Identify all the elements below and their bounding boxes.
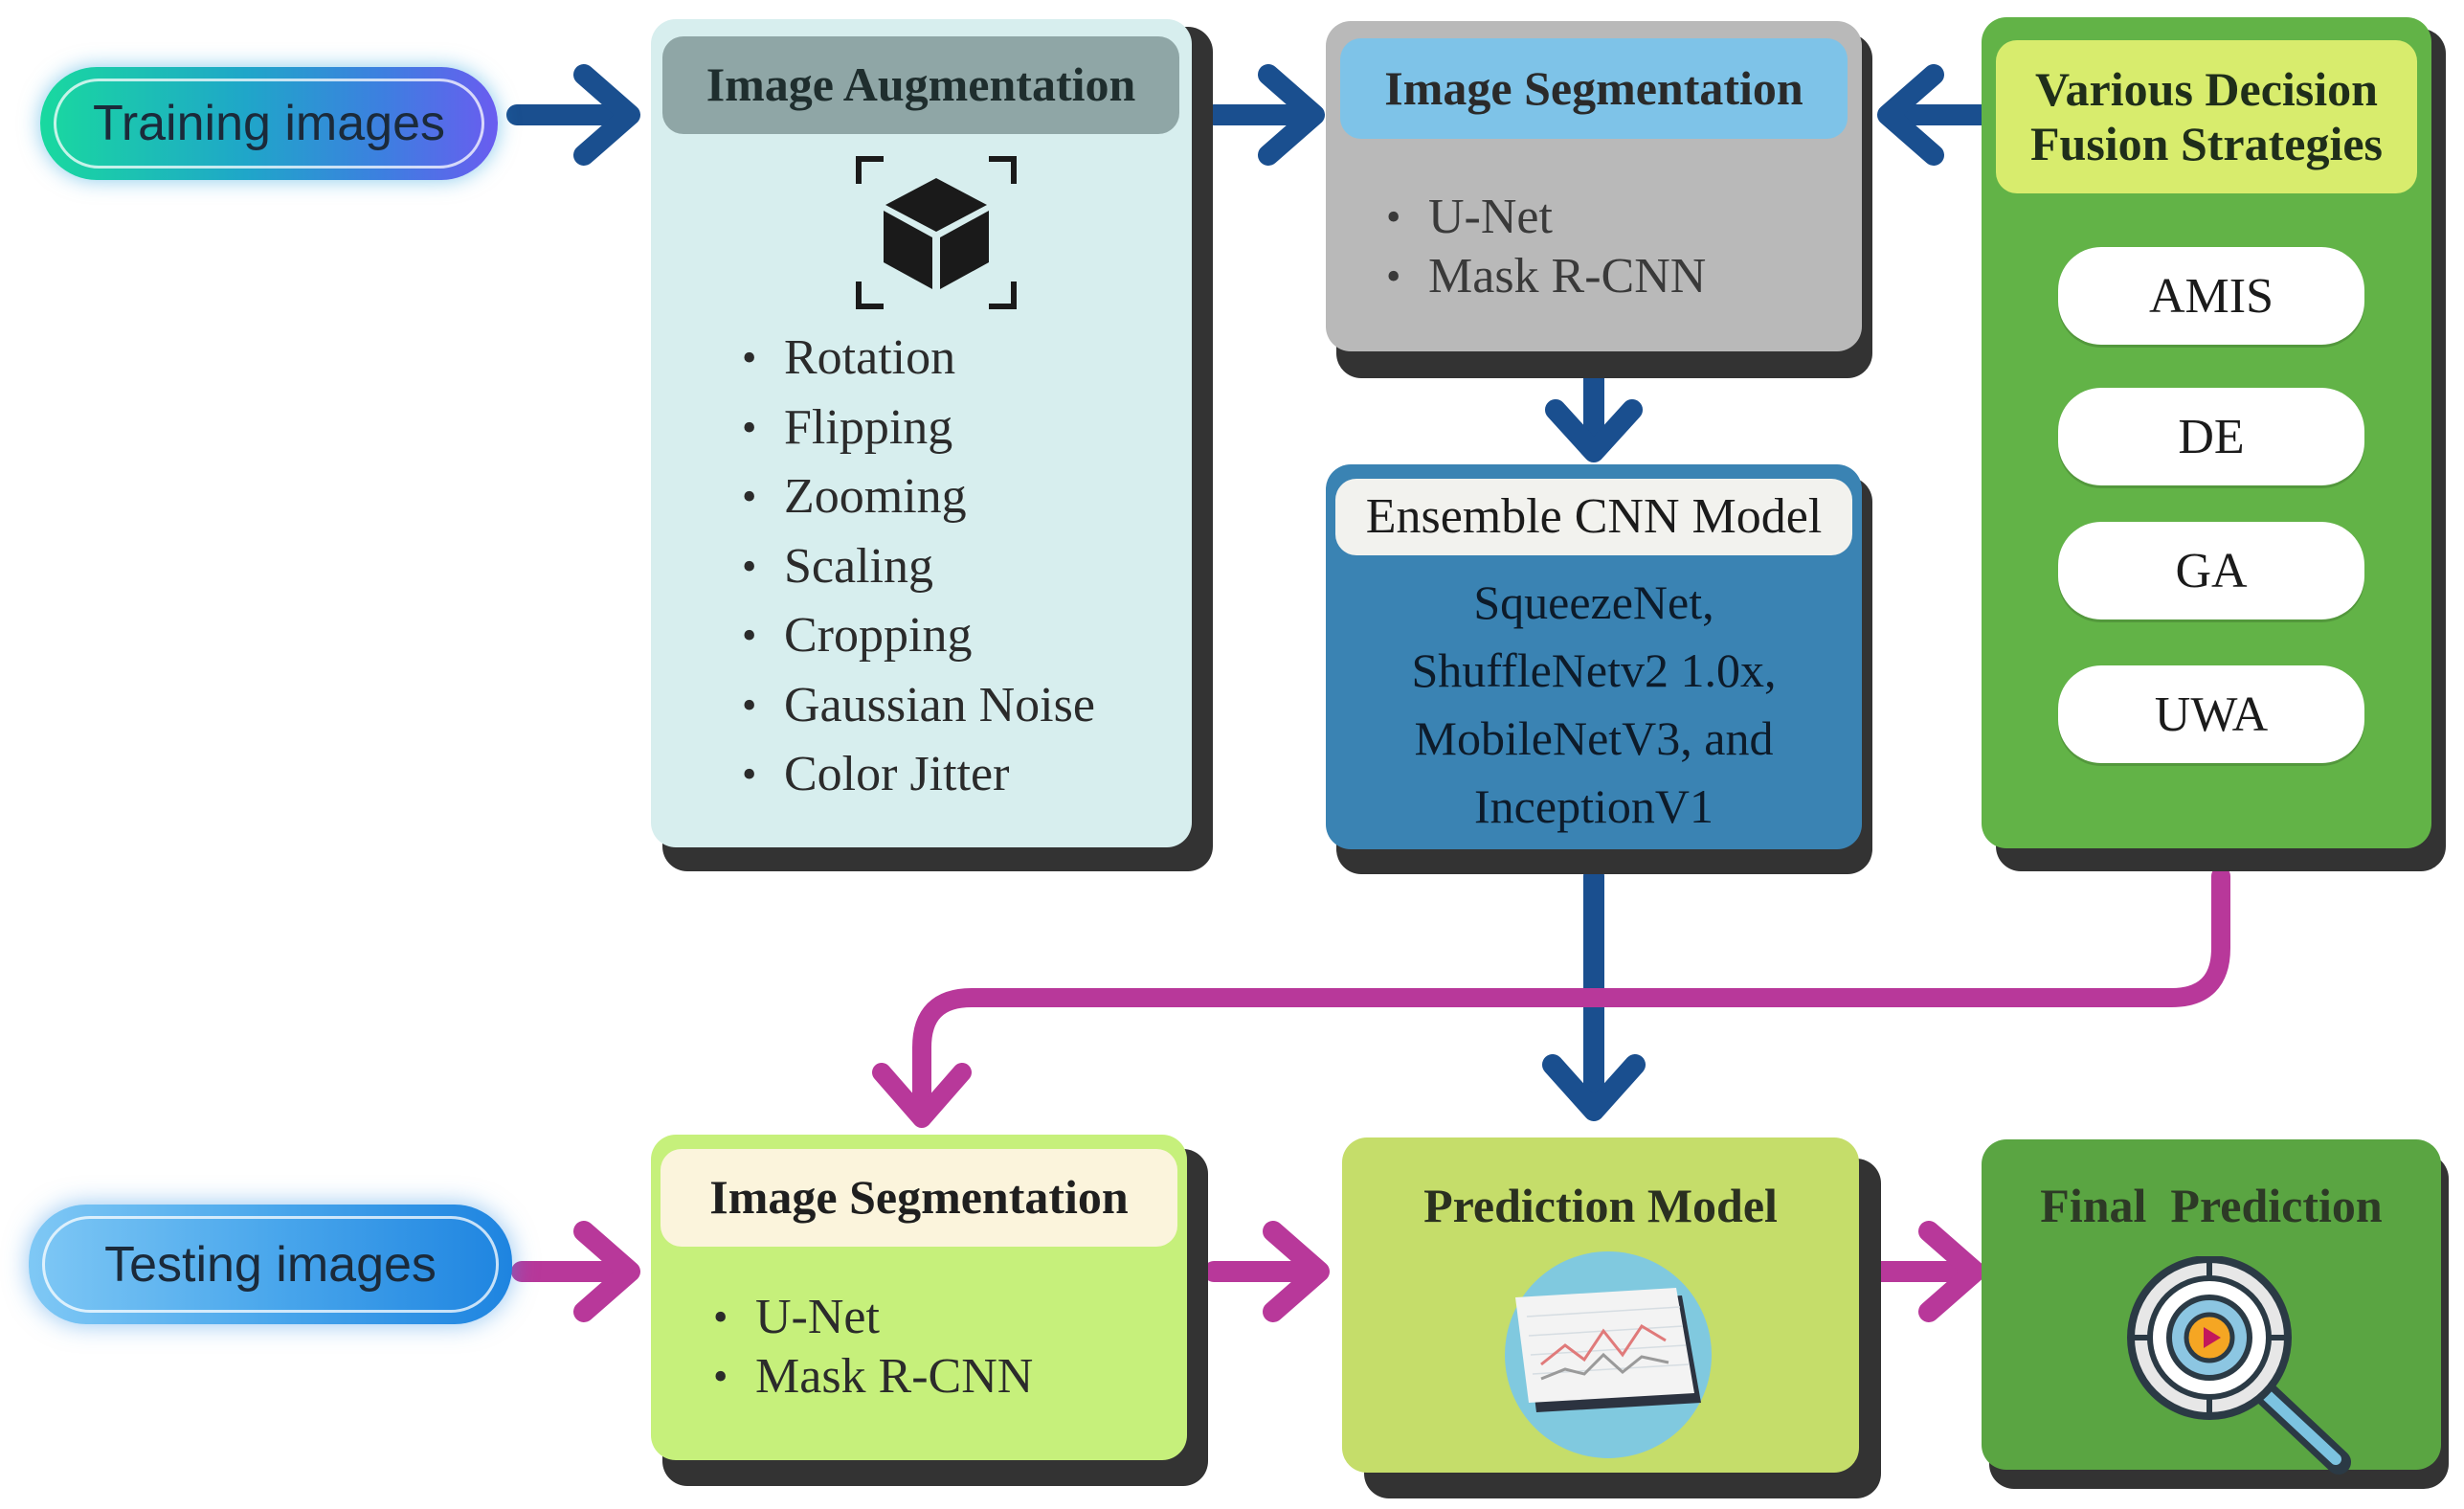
segmentation-bottom-title: Image Segmentation — [661, 1149, 1177, 1247]
fusion-tag-uwa: UWA — [2058, 665, 2364, 763]
prediction-title: Prediction Model — [1423, 1179, 1778, 1233]
testing-images-pill: Testing images — [29, 1205, 512, 1324]
final-title: Final Prediction — [2040, 1179, 2383, 1233]
ensemble-model-line: ShuffleNetv2 1.0x, — [1411, 643, 1777, 697]
line-chart-icon — [1505, 1251, 1712, 1458]
arrow-training-to-augmentation — [506, 64, 640, 166]
segmentation-bottom-list: U-Net Mask R-CNN — [713, 1288, 1033, 1407]
list-item: Gaussian Noise — [742, 671, 1095, 741]
ensemble-model-line: SqueezeNet, — [1473, 575, 1714, 629]
list-item: Color Jitter — [742, 740, 1095, 810]
fusion-tag-ga: GA — [2058, 522, 2364, 619]
list-item: Zooming — [742, 462, 1095, 532]
list-item: Flipping — [742, 394, 1095, 463]
arrow-segmentation-to-ensemble — [1545, 368, 1643, 462]
list-item: U-Net — [1386, 188, 1706, 247]
ensemble-title: Ensemble CNN Model — [1335, 479, 1852, 555]
segmentation-top-title: Image Segmentation — [1340, 38, 1848, 139]
list-item: Cropping — [742, 601, 1095, 671]
list-item: Mask R-CNN — [713, 1347, 1033, 1407]
target-magnifier-icon — [2127, 1256, 2351, 1475]
arrow-fusion-to-bottom-segmentation — [872, 867, 2230, 1128]
training-images-label: Training images — [92, 96, 445, 151]
list-item: U-Net — [713, 1288, 1033, 1347]
training-images-pill: Training images — [40, 67, 498, 180]
cube-scan-icon — [856, 156, 1017, 309]
fusion-tag-de: DE — [2058, 388, 2364, 485]
arrow-testing-to-segmentation — [511, 1221, 640, 1322]
testing-images-label: Testing images — [104, 1236, 437, 1293]
fusion-title: Various Decision Fusion Strategies — [1996, 40, 2417, 193]
arrow-segmentation-to-prediction — [1203, 1221, 1330, 1322]
arrow-fusion-to-segmentation — [1877, 64, 1992, 166]
arrow-prediction-to-final — [1868, 1221, 1985, 1322]
arrow-ensemble-to-prediction — [1542, 866, 1646, 1121]
augmentation-title: Image Augmentation — [662, 36, 1179, 134]
segmentation-top-list: U-Net Mask R-CNN — [1386, 188, 1706, 306]
fusion-tag-amis: AMIS — [2058, 247, 2364, 345]
list-item: Rotation — [742, 324, 1095, 394]
arrow-augmentation-to-segmentation — [1203, 64, 1325, 166]
ensemble-model-line: MobileNetV3, and — [1414, 711, 1774, 765]
ensemble-models: SqueezeNet, ShuffleNetv2 1.0x, MobileNet… — [1326, 569, 1862, 841]
ensemble-model-line: InceptionV1 — [1474, 779, 1714, 833]
list-item: Mask R-CNN — [1386, 247, 1706, 306]
fusion-title-line1: Various Decision — [2035, 61, 2378, 116]
augmentation-list: Rotation Flipping Zooming Scaling Croppi… — [742, 324, 1095, 810]
list-item: Scaling — [742, 532, 1095, 602]
fusion-title-line2: Fusion Strategies — [2029, 117, 2384, 170]
